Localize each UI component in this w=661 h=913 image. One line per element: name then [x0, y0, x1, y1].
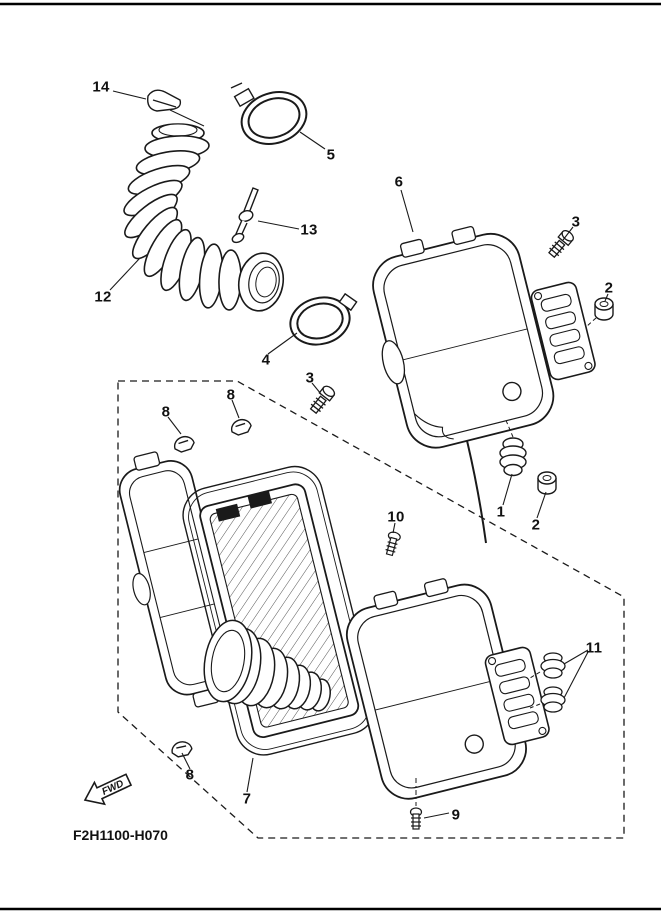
clip-14	[147, 89, 182, 112]
assembly-dash-lines	[504, 317, 597, 709]
callout-1: 1	[496, 503, 506, 521]
intake-hose	[123, 123, 285, 312]
grommet-11a	[540, 652, 566, 679]
grommet-1	[499, 437, 527, 477]
fwd-arrow: FWD	[83, 773, 133, 806]
leader-lines	[109, 90, 609, 819]
callout-2-lower: 2	[531, 516, 541, 534]
bolt-3-mid	[309, 385, 336, 415]
callout-5: 5	[326, 146, 336, 164]
case-back-panel	[118, 451, 240, 708]
collar-2-upper	[594, 297, 614, 321]
screw-10	[385, 531, 401, 557]
callout-4: 4	[261, 351, 271, 369]
hose-clamp-5	[230, 82, 308, 145]
callout-9: 9	[451, 806, 461, 824]
airbox-case-lower	[345, 578, 527, 800]
filter-gasket	[182, 465, 377, 756]
grommet-11b	[540, 686, 566, 713]
collar-2-lower	[537, 471, 557, 495]
screw-9	[409, 807, 423, 830]
callout-6: 6	[394, 173, 404, 191]
diagram-code: F2H1100-H070	[73, 827, 168, 843]
mount-plate-lower	[484, 646, 550, 746]
mount-plate-upper	[530, 281, 596, 381]
callout-8-top: 8	[226, 386, 236, 404]
callout-3-upper: 3	[571, 213, 581, 231]
callout-14: 14	[92, 78, 110, 96]
joint-13	[231, 187, 259, 244]
callout-8-left: 8	[161, 403, 171, 421]
airbox-cover-upper	[372, 226, 555, 449]
callout-2-upper: 2	[604, 279, 614, 297]
callout-13: 13	[300, 221, 318, 239]
callout-11: 11	[585, 639, 603, 657]
callout-10: 10	[387, 508, 405, 526]
bolt-3-upper	[548, 229, 574, 259]
seal-clip-8b	[230, 418, 252, 436]
callout-7: 7	[242, 790, 252, 808]
dashed-boundary	[117, 380, 625, 839]
fwd-label: FWD	[100, 778, 125, 798]
callout-12: 12	[94, 288, 112, 306]
seal-clip-8c	[171, 741, 193, 758]
hose-clamp-4	[289, 292, 358, 346]
seal-clip-8a	[173, 435, 195, 453]
callout-3-mid: 3	[305, 369, 315, 387]
callout-8-bottom: 8	[185, 766, 195, 784]
intake-duct	[203, 619, 331, 712]
